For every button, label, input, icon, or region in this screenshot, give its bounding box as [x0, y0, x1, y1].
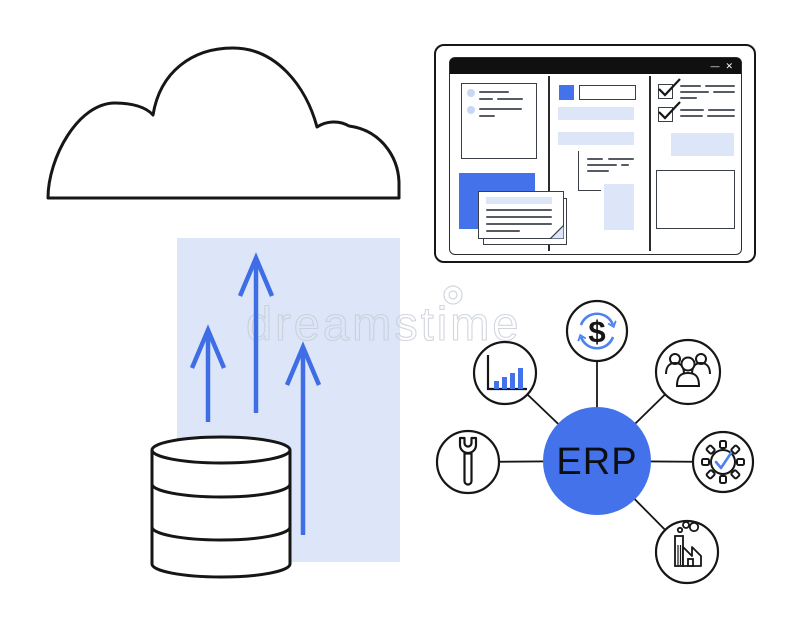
checkbox-checked-icon — [658, 107, 673, 122]
checkmark-icon — [658, 78, 681, 97]
wrench-icon — [458, 436, 478, 486]
text-line — [680, 97, 697, 99]
arrow-up-icon — [189, 324, 227, 422]
bar-chart-icon — [486, 355, 527, 391]
text-line — [680, 85, 701, 87]
minimize-icon: — — [710, 60, 720, 71]
image-placeholder — [656, 170, 735, 229]
page-fold-icon — [550, 225, 564, 239]
erp-hub — [543, 407, 651, 515]
bullet-list-card — [461, 83, 537, 159]
arrow-up-icon — [284, 341, 322, 535]
checkbox-checked-icon — [658, 84, 673, 99]
text-line — [486, 223, 552, 225]
text-bar — [558, 132, 634, 145]
text-line — [708, 109, 735, 111]
image-bar — [671, 133, 734, 156]
text-line — [486, 209, 552, 211]
text-line — [680, 115, 703, 117]
blue-chip — [559, 85, 574, 100]
window-content — [450, 74, 740, 253]
text-line — [587, 158, 603, 160]
bullet-dot-icon — [467, 89, 475, 97]
column-divider — [548, 76, 550, 251]
app-window: — ✕ — [434, 44, 756, 263]
text-line — [587, 164, 617, 166]
document-card-front — [478, 191, 564, 239]
text-line — [486, 230, 520, 232]
text-line — [680, 91, 709, 93]
factory-icon — [674, 521, 702, 567]
annotation-bracket — [578, 151, 601, 191]
gear-check-icon — [701, 440, 745, 484]
svg-text:$: $ — [588, 314, 605, 349]
checkmark-icon — [658, 101, 681, 120]
analytics-node — [472, 340, 538, 406]
text-line — [479, 115, 495, 117]
window-titlebar: — ✕ — [450, 58, 741, 74]
erp-diagram: $ — [435, 299, 755, 585]
text-line — [713, 91, 735, 93]
text-line — [479, 91, 509, 93]
text-line — [705, 85, 735, 87]
image-bar — [604, 184, 634, 230]
text-line — [497, 98, 523, 100]
window-frame: — ✕ — [449, 57, 742, 255]
text-line — [680, 109, 704, 111]
upload-arrows-icon — [189, 252, 322, 535]
database-icon — [150, 435, 292, 579]
currency-sync-icon: $ — [577, 312, 617, 350]
text-line — [479, 98, 493, 100]
erp-hub-label: ERP — [556, 441, 637, 483]
text-line — [479, 108, 522, 110]
text-line — [587, 170, 609, 172]
arrow-up-icon — [237, 252, 275, 413]
column-divider — [649, 76, 651, 251]
text-bar — [558, 107, 634, 120]
doc-title-bar — [486, 197, 552, 204]
text-line — [608, 158, 634, 160]
team-icon — [665, 353, 711, 387]
text-line — [707, 115, 735, 117]
finance-node — [565, 299, 629, 363]
input-field — [579, 85, 636, 100]
cloud-icon — [46, 46, 401, 200]
close-icon: ✕ — [725, 60, 733, 71]
text-line — [621, 164, 629, 166]
bullet-dot-icon — [467, 106, 475, 114]
text-line — [486, 216, 552, 218]
